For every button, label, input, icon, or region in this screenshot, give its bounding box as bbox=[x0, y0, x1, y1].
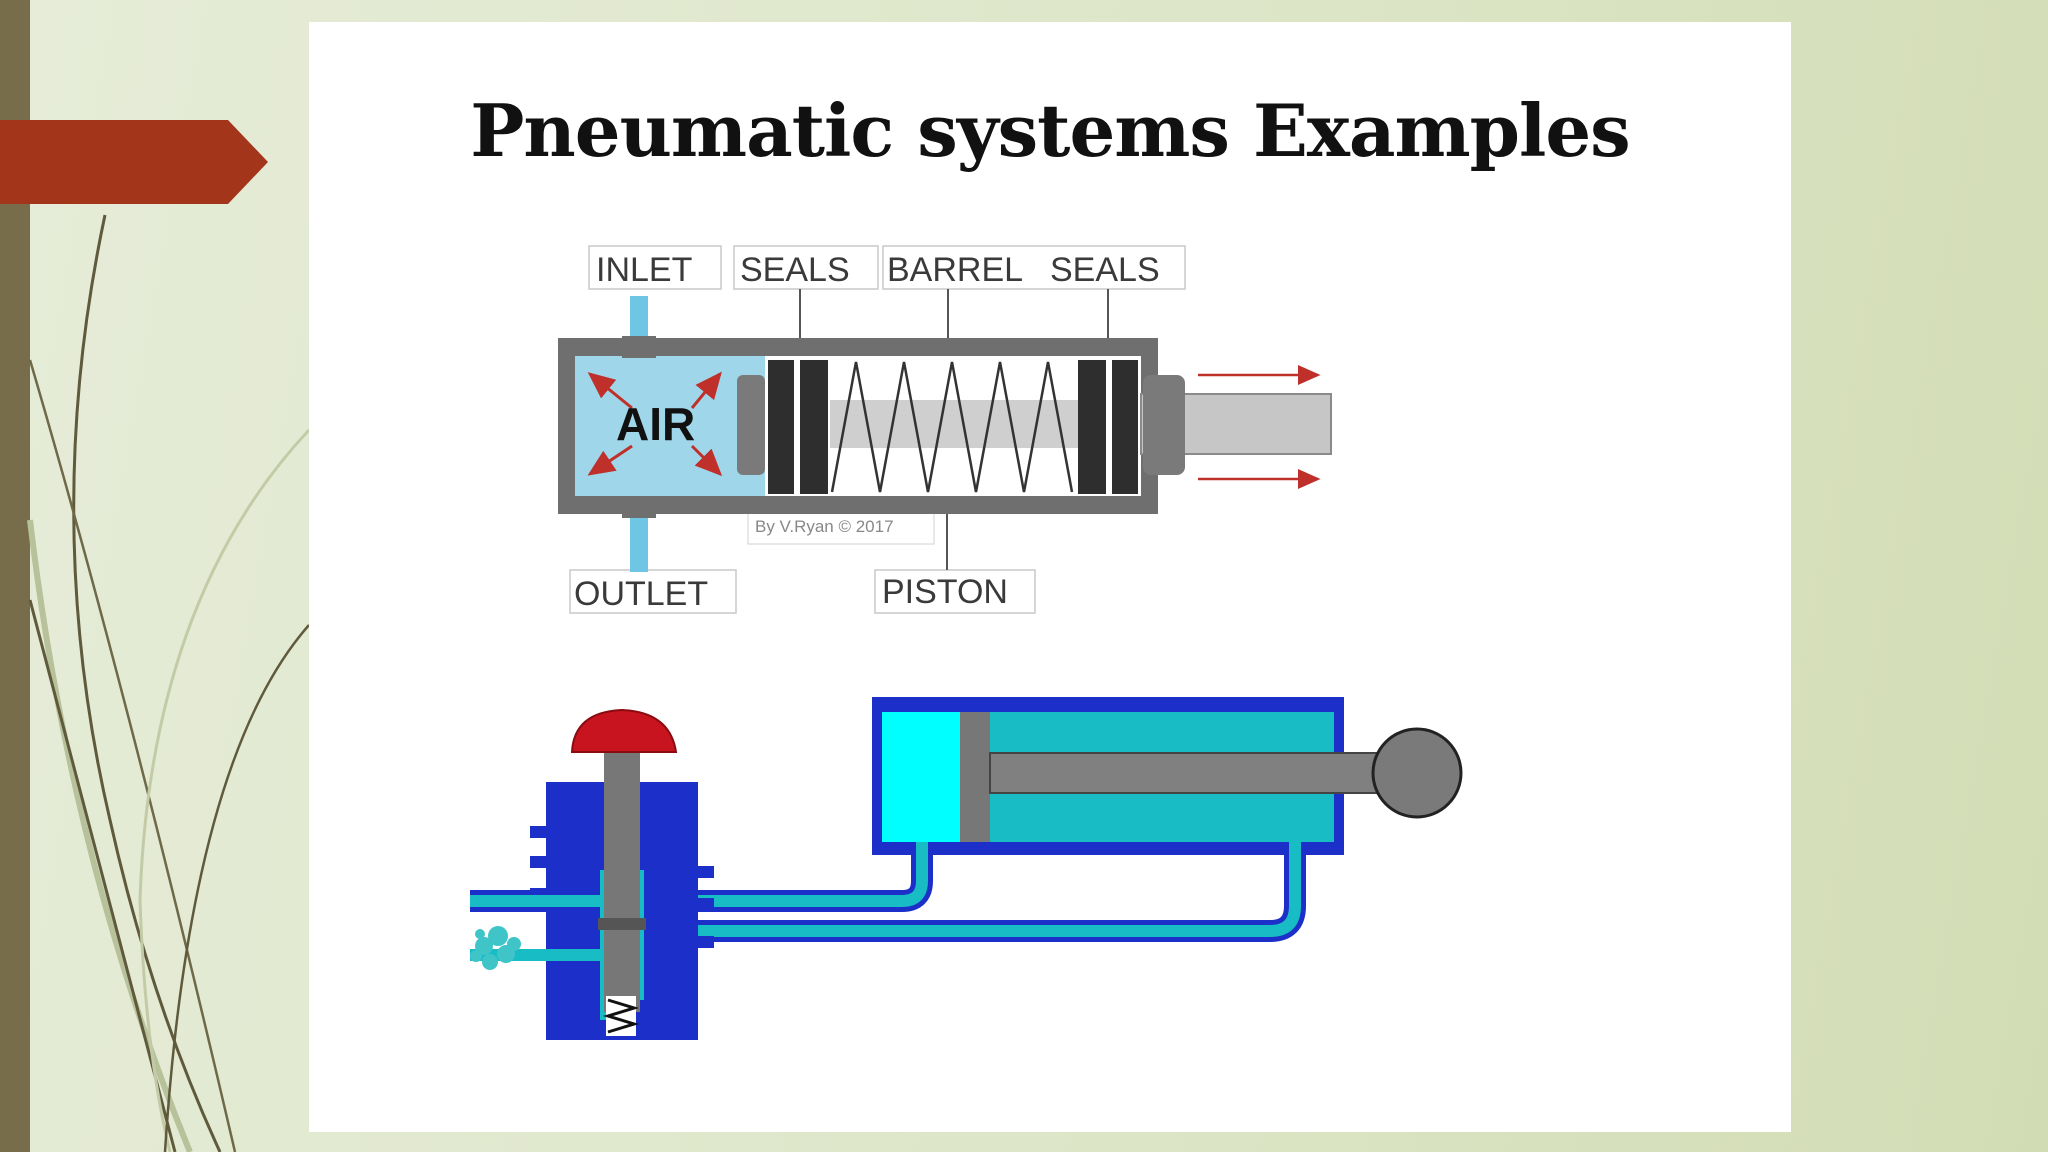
label-inlet: INLET bbox=[596, 251, 692, 289]
label-piston: PISTON bbox=[882, 573, 1008, 611]
label-outlet: OUTLET bbox=[574, 575, 708, 613]
air-label: AIR bbox=[616, 398, 695, 450]
title-accent-arrow bbox=[0, 120, 268, 204]
diagram-credit: By V.Ryan © 2017 bbox=[755, 517, 894, 536]
label-seals-left: SEALS bbox=[740, 251, 850, 289]
decorative-grass-lines bbox=[27, 214, 311, 1152]
slide-title: Pneumatic systems Examples bbox=[470, 88, 1630, 173]
label-barrel: BARREL bbox=[887, 251, 1023, 289]
exhaust-puff bbox=[470, 926, 521, 970]
cylinder-diagram: AIR INLET SEALS BARREL SEALS OUTLET PIST… bbox=[558, 245, 1332, 614]
valve-cylinder-diagram bbox=[470, 697, 1463, 1040]
label-seals-right: SEALS bbox=[1050, 251, 1160, 289]
